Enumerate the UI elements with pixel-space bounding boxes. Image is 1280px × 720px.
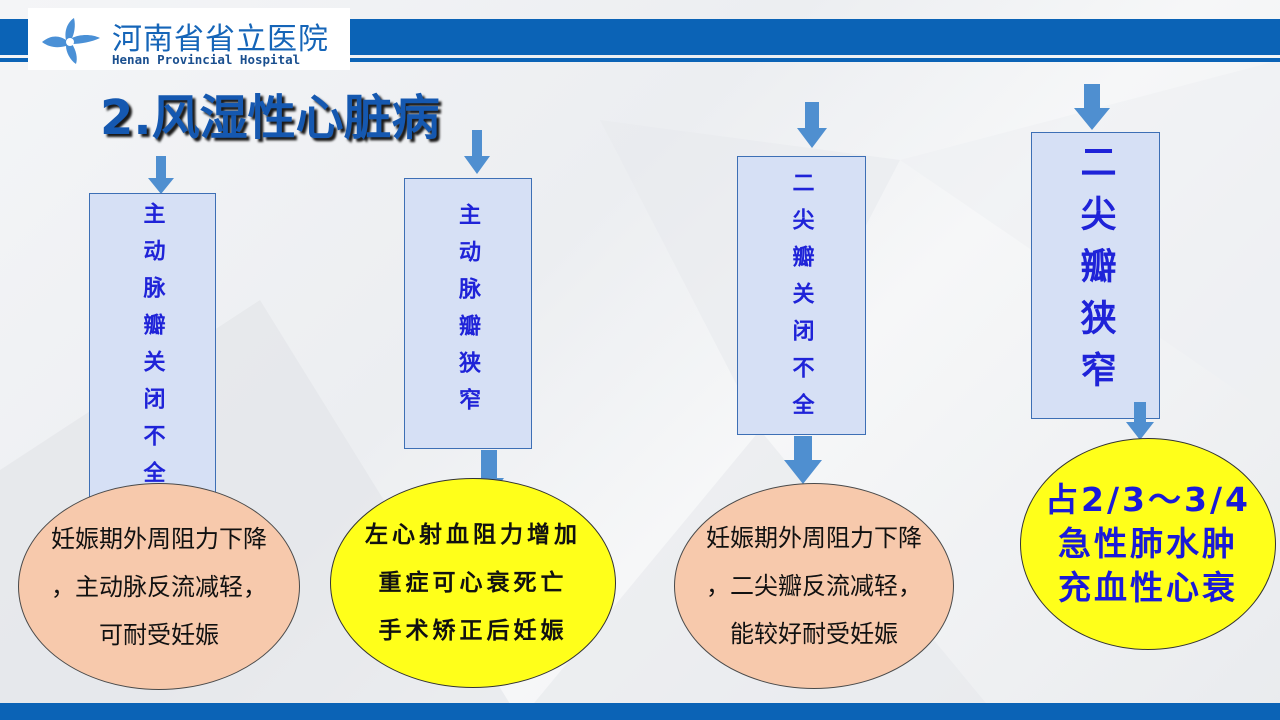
slide-title: 2.风湿性心脏病 xyxy=(100,90,440,146)
hospital-name-en: Henan Provincial Hospital xyxy=(112,52,301,67)
condition-box-mitral-regurgitation: 二尖瓣关闭不全 xyxy=(737,156,866,435)
down-arrow-icon xyxy=(1126,402,1154,440)
outcome-ellipse: 占2/3～3/4 急性肺水肿 充血性心衰 xyxy=(1020,438,1276,650)
down-arrow-icon xyxy=(148,156,174,194)
outcome-text: 占2/3～3/4 急性肺水肿 充血性心衰 xyxy=(1045,480,1251,607)
condition-box-aortic-regurgitation: 主动脉瓣关闭不全 xyxy=(89,193,216,503)
outcome-text: 左心射血阻力增加 重症可心衰死亡 手术矫正后妊娠 xyxy=(365,521,581,644)
hospital-name-cn: 河南省省立医院 xyxy=(112,22,329,57)
outcome-ellipse: 左心射血阻力增加 重症可心衰死亡 手术矫正后妊娠 xyxy=(330,478,616,688)
condition-label: 主动脉瓣关闭不全 xyxy=(139,202,166,498)
down-arrow-icon xyxy=(1074,84,1110,130)
outcome-text: 妊娠期外周阻力下降 ，主动脉反流减轻， 可耐受妊娠 xyxy=(51,524,267,649)
header-rule xyxy=(0,58,1280,62)
outcome-ellipse: 妊娠期外周阻力下降 ，主动脉反流减轻， 可耐受妊娠 xyxy=(18,483,300,690)
down-arrow-icon xyxy=(464,130,490,174)
condition-label: 二尖瓣关闭不全 xyxy=(788,171,815,430)
hospital-logo: 河南省省立医院 Henan Provincial Hospital xyxy=(28,8,350,70)
hospital-cross-logo-icon xyxy=(42,18,100,64)
condition-box-mitral-stenosis: 二尖瓣狭窄 xyxy=(1031,132,1160,419)
outcome-ellipse: 妊娠期外周阻力下降 ，二尖瓣反流减轻， 能较好耐受妊娠 xyxy=(674,483,954,689)
outcome-text: 妊娠期外周阻力下降 ，二尖瓣反流减轻， 能较好耐受妊娠 xyxy=(706,524,922,648)
down-arrow-icon xyxy=(797,102,827,148)
condition-label: 主动脉瓣狭窄 xyxy=(455,203,481,425)
down-arrow-icon xyxy=(784,436,822,484)
condition-label: 二尖瓣狭窄 xyxy=(1074,143,1117,403)
footer-bar xyxy=(0,703,1280,720)
condition-box-aortic-stenosis: 主动脉瓣狭窄 xyxy=(404,178,532,449)
